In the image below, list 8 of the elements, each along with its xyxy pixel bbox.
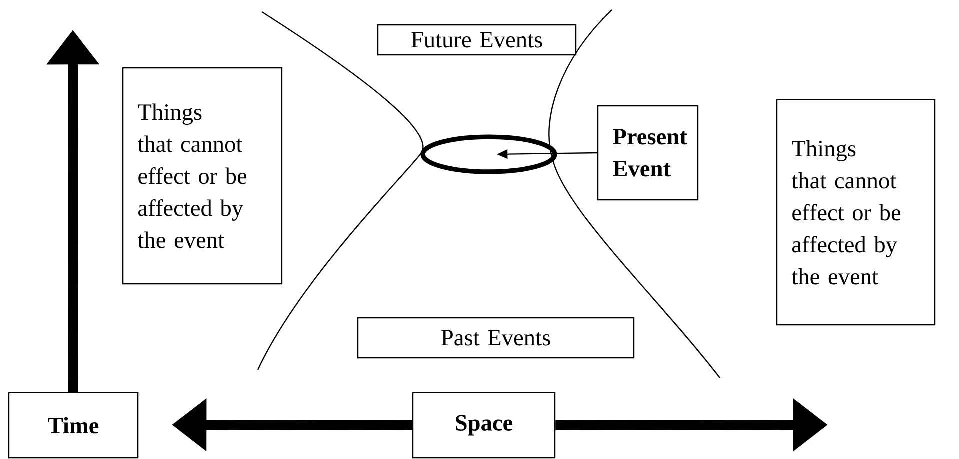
text-box: Past Events: [357, 317, 635, 359]
text-box: Future Events: [377, 24, 577, 56]
text-box: Present Event: [597, 105, 699, 201]
text-box: Time: [8, 392, 139, 459]
text-box: Things that cannot effect or be affected by the event: [776, 99, 936, 326]
event-ellipse: [420, 134, 558, 174]
text-box: Space: [412, 392, 556, 459]
text-box: Things that cannot effect or be affected by the event: [122, 67, 283, 285]
